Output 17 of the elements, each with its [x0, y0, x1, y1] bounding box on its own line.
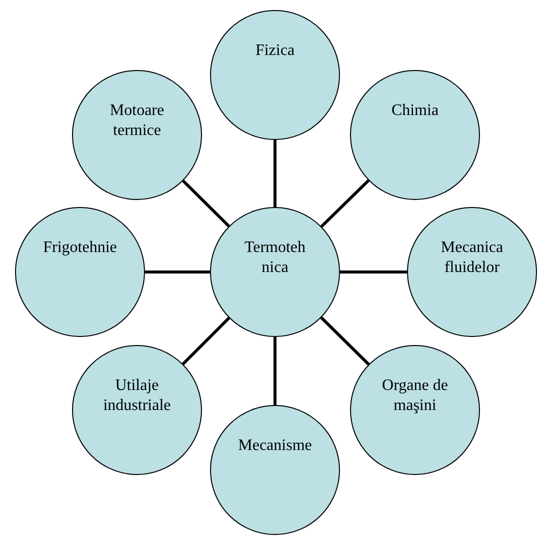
connector-line	[274, 140, 276, 207]
topic-label: Organe de maşini	[381, 376, 449, 416]
topic-label: Utilaje industriale	[102, 376, 172, 416]
connector-line	[145, 270, 210, 274]
topic-label: Fizica	[254, 41, 296, 61]
topic-label: Frigotehnie	[42, 238, 118, 258]
topic-label: Mecanisme	[237, 436, 313, 456]
topic-label: Mecanica fluidelor	[440, 238, 504, 278]
connector-line	[274, 337, 276, 405]
connector-line	[320, 179, 370, 228]
connector-line	[182, 180, 230, 228]
connector-line	[340, 270, 407, 274]
connector-line	[182, 316, 230, 366]
topic-label: Motoare termice	[108, 101, 166, 141]
topic-label: Chimia	[390, 101, 440, 121]
connector-line	[320, 316, 370, 366]
topic-label: Termoteh nica	[243, 238, 307, 278]
